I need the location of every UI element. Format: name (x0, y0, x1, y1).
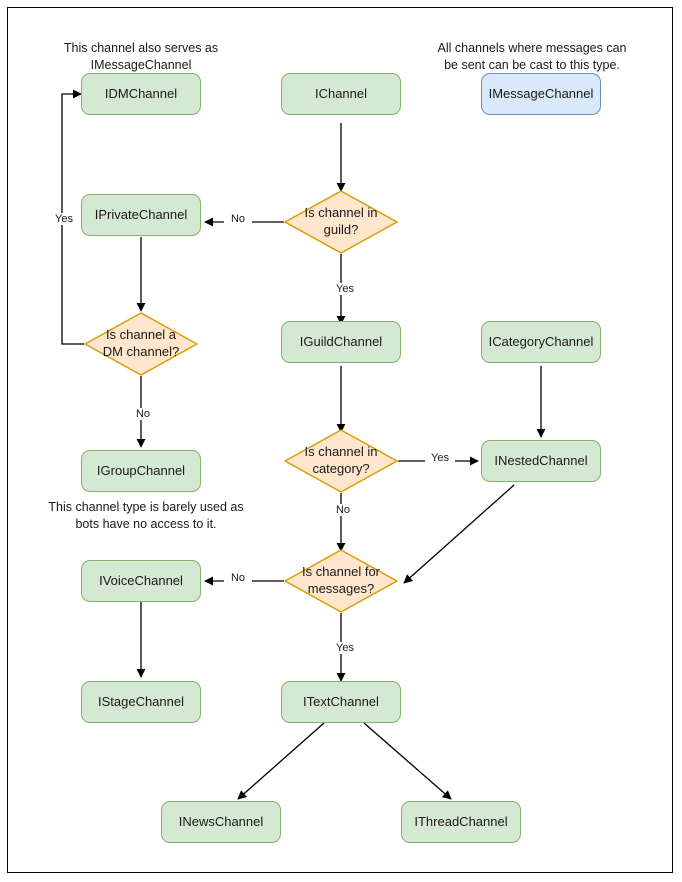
node-imessagechannel-label: IMessageChannel (488, 85, 594, 101)
edge-inestedchannel-to-ismessages (403, 484, 515, 584)
edge-label-messages-yes: Yes (330, 642, 360, 654)
decision-messages-line1: Is channel for (301, 564, 381, 580)
node-ichannel-label: IChannel (314, 85, 368, 101)
node-iprivatechannel[interactable]: IPrivateChannel (81, 194, 201, 236)
decision-is-channel-in-category[interactable]: Is channel in category? (284, 429, 398, 493)
node-idmchannel-label: IDMChannel (104, 85, 178, 101)
node-icategorychannel[interactable]: ICategoryChannel (481, 321, 601, 363)
node-istagechannel-label: IStageChannel (97, 693, 184, 709)
node-iguildchannel[interactable]: IGuildChannel (281, 321, 401, 363)
edge-label-guild-yes: Yes (330, 283, 360, 295)
node-ithreadchannel[interactable]: IThreadChannel (401, 801, 521, 843)
edge-label-dm-no-text: No (135, 408, 151, 420)
edge-label-dm-yes-text: Yes (55, 213, 73, 225)
diamond-shape-guild (284, 190, 398, 254)
decision-dm-line1: Is channel a (105, 327, 177, 343)
note-dm-channel-text: This channel also serves as IMessageChan… (63, 41, 219, 72)
edge-itextchannel-to-inewschannel (237, 722, 325, 800)
note-group-channel: This channel type is barely used as bots… (41, 499, 251, 533)
decision-messages-line2: messages? (307, 581, 375, 596)
node-inestedchannel[interactable]: INestedChannel (481, 440, 601, 482)
edge-label-guild-yes-text: Yes (336, 283, 354, 295)
decision-is-channel-in-guild[interactable]: Is channel in guild? (284, 190, 398, 254)
edge-label-category-yes-text: Yes (431, 452, 449, 464)
diamond-shape-dm (84, 312, 198, 376)
node-idmchannel[interactable]: IDMChannel (81, 73, 201, 115)
node-iguildchannel-label: IGuildChannel (299, 333, 383, 349)
decision-guild-line1: Is channel in (304, 205, 378, 221)
edge-label-category-no: No (329, 504, 357, 516)
flowchart-canvas: IPrivateChannel --> IGuildChannel --> ID… (7, 7, 673, 873)
node-igroupchannel[interactable]: IGroupChannel (81, 450, 201, 492)
node-itextchannel-label: ITextChannel (303, 693, 379, 709)
decision-is-channel-in-category-label: Is channel in category? (305, 444, 378, 478)
decision-category-line2: category? (312, 461, 370, 476)
node-igroupchannel-label: IGroupChannel (96, 462, 186, 478)
decision-category-line1: Is channel in (304, 444, 378, 460)
note-message-channel: All channels where messages can be sent … (432, 40, 632, 74)
node-ithreadchannel-label: IThreadChannel (414, 813, 508, 829)
decision-is-channel-for-messages[interactable]: Is channel for messages? (284, 549, 398, 613)
diamond-shape-messages (284, 549, 398, 613)
edge-label-messages-no: No (224, 572, 252, 584)
node-ivoicechannel[interactable]: IVoiceChannel (81, 560, 201, 602)
decision-is-channel-a-dm-channel[interactable]: Is channel a DM channel? (84, 312, 198, 376)
edge-label-messages-yes-text: Yes (336, 642, 354, 654)
edge-label-dm-no: No (129, 408, 157, 420)
decision-is-channel-in-guild-label: Is channel in guild? (305, 205, 378, 239)
edge-label-messages-no-text: No (230, 572, 246, 584)
node-imessagechannel[interactable]: IMessageChannel (481, 73, 601, 115)
edge-label-dm-yes: Yes (48, 213, 80, 225)
note-group-channel-text: This channel type is barely used as bots… (48, 500, 244, 531)
edge-label-guild-no-text: No (230, 213, 246, 225)
edge-label-guild-no: No (224, 213, 252, 225)
node-ivoicechannel-label: IVoiceChannel (99, 572, 183, 588)
node-inewschannel-label: INewsChannel (178, 813, 264, 829)
edge-label-category-no-text: No (335, 504, 351, 516)
edge-label-category-yes: Yes (425, 452, 455, 464)
node-itextchannel[interactable]: ITextChannel (281, 681, 401, 723)
edge-itextchannel-to-ithreadchannel (363, 722, 452, 800)
node-iprivatechannel-label: IPrivateChannel (94, 206, 188, 222)
node-ichannel[interactable]: IChannel (281, 73, 401, 115)
node-istagechannel[interactable]: IStageChannel (81, 681, 201, 723)
node-inestedchannel-label: INestedChannel (494, 452, 588, 468)
decision-dm-line2: DM channel? (102, 344, 180, 359)
diamond-shape-category (284, 429, 398, 493)
decision-is-channel-for-messages-label: Is channel for messages? (302, 564, 380, 598)
node-icategorychannel-label: ICategoryChannel (488, 333, 594, 349)
decision-guild-line2: guild? (323, 222, 359, 237)
node-inewschannel[interactable]: INewsChannel (161, 801, 281, 843)
decision-is-channel-a-dm-channel-label: Is channel a DM channel? (103, 327, 180, 361)
note-dm-channel: This channel also serves as IMessageChan… (41, 40, 241, 74)
note-message-channel-text: All channels where messages can be sent … (437, 41, 627, 72)
